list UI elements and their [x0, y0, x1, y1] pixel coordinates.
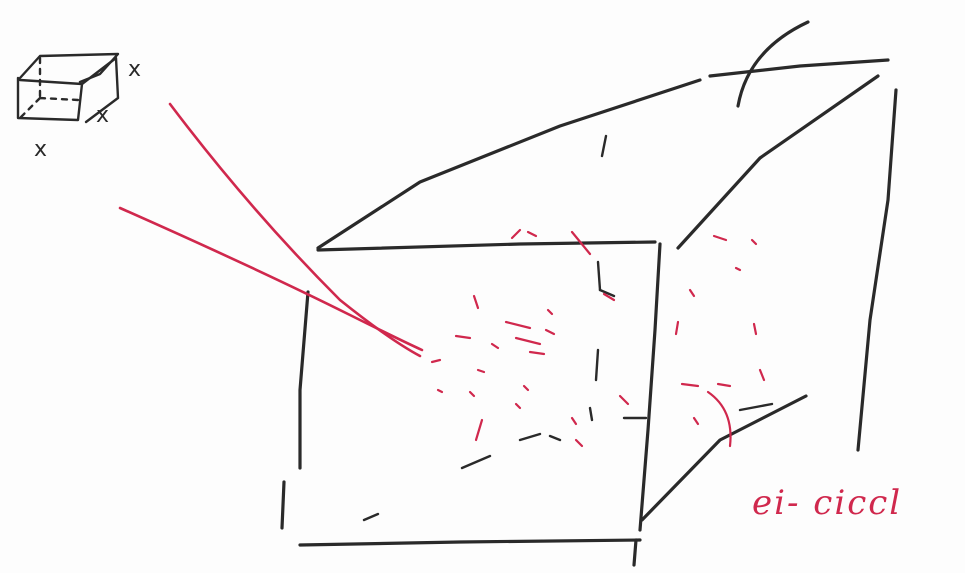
particle-mark — [718, 384, 730, 386]
particle-mark — [528, 232, 536, 236]
incoming-rays — [120, 104, 422, 356]
particle-mark — [438, 390, 442, 392]
particle-mark — [432, 360, 440, 362]
mini-cube: x x x — [18, 54, 141, 162]
particle-mark — [524, 386, 528, 390]
large-box-bottom-left-stub — [282, 482, 284, 528]
mini-cube-mark-bottom: x — [34, 137, 47, 162]
large-box-top-right-receding — [678, 76, 878, 248]
particle-mark — [682, 384, 698, 386]
particle-mark — [576, 440, 582, 446]
large-box-left-front-edge — [300, 292, 308, 468]
particle-mark — [470, 392, 474, 396]
particle-mark — [492, 344, 498, 348]
large-box-top-back-edge — [710, 60, 888, 76]
mini-cube-mark-right: x — [128, 57, 141, 82]
particle-mark — [714, 236, 726, 240]
large-box-bottom-front-edge — [300, 540, 640, 545]
particle-mark — [530, 352, 544, 354]
particle-mark — [506, 322, 530, 328]
handwritten-annotation: ei- ciccl — [752, 483, 902, 523]
particle-mark — [754, 324, 756, 334]
particle-mark — [572, 418, 576, 424]
large-box-small-tick-top — [602, 136, 606, 156]
particle-mark — [516, 338, 540, 344]
particle-mark — [546, 330, 554, 334]
large-box-right-front-lower — [634, 540, 636, 565]
particle-mark — [752, 240, 756, 244]
ray-upper — [170, 104, 420, 356]
particle-mark — [676, 322, 678, 334]
particle-mark — [620, 396, 628, 404]
particle-mark — [476, 420, 482, 440]
particle-mark — [478, 370, 484, 372]
particle-mark — [456, 336, 470, 338]
particle-mark — [516, 404, 520, 408]
large-box-small-tick-bottom — [364, 514, 378, 520]
large-box-top-front-edge — [318, 242, 655, 250]
particle-mark — [760, 370, 764, 380]
large-box-back-right-edge — [858, 90, 896, 450]
particle-mark — [474, 296, 478, 308]
particle-mark — [694, 418, 698, 424]
large-box-right-front-edge — [640, 244, 660, 530]
particle-mark — [690, 290, 694, 296]
particle-mark — [548, 310, 552, 314]
particle-mark — [512, 230, 520, 238]
large-box-top-arc — [738, 22, 808, 106]
ray-lower — [120, 208, 422, 350]
large-box-top-left-receding — [318, 80, 700, 248]
mini-cube-mark-side: x — [96, 103, 109, 128]
large-box-hidden-vertical — [590, 262, 600, 420]
particle-mark — [736, 268, 740, 270]
